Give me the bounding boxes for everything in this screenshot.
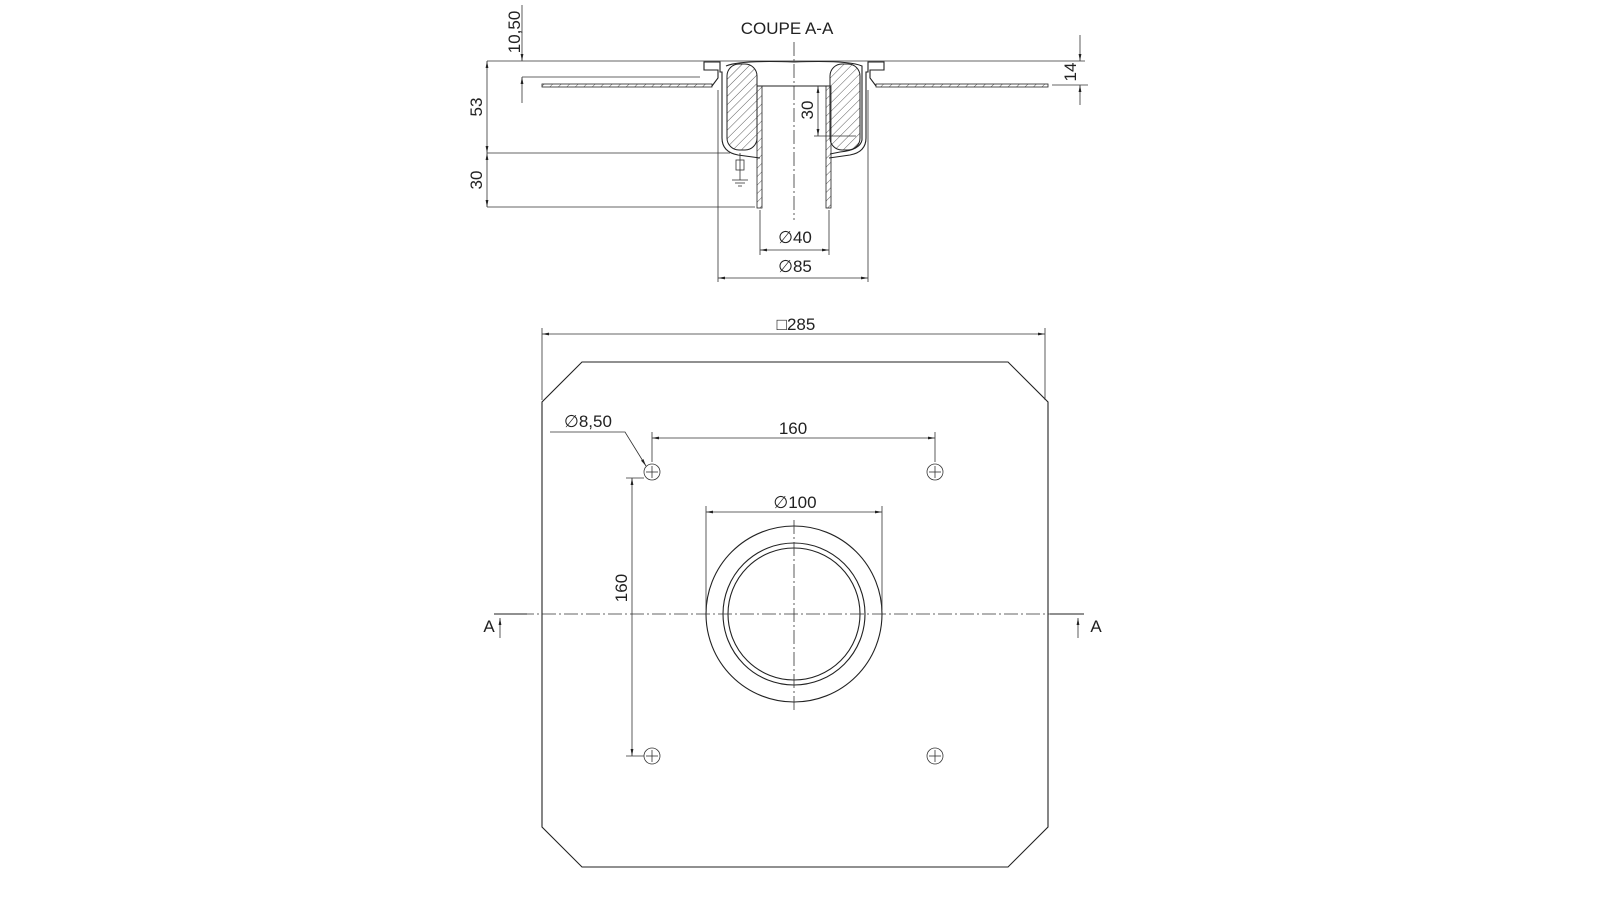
- dim-pipe-length: 30: [467, 171, 486, 190]
- body-left: [703, 61, 761, 159]
- section-title: COUPE A-A: [741, 19, 834, 38]
- dim-pipe-diameter: ∅40: [778, 228, 812, 247]
- pipe-wall-left: [756, 85, 763, 209]
- section-mark-left: A: [483, 617, 495, 636]
- square-plate: [541, 361, 1049, 868]
- seal-right: [829, 63, 861, 151]
- seal-left: [726, 63, 758, 151]
- plan-view: □285 160 160 ∅100 ∅8,50 A A: [483, 315, 1102, 868]
- dim-body-diameter: ∅85: [778, 257, 812, 276]
- section-mark-right: A: [1090, 617, 1102, 636]
- dim-flange-height: 14: [1061, 63, 1080, 82]
- dim-hole-spacing-x: 160: [779, 419, 807, 438]
- dim-top-offset: 10,50: [505, 11, 524, 54]
- flange-plate-left: [541, 83, 713, 88]
- dim-inner-depth: 30: [798, 101, 817, 120]
- dim-outlet-diameter: ∅100: [773, 493, 816, 512]
- section-view: COUPE A-A 10,50 53: [467, 5, 1088, 282]
- flange-plate-right: [875, 83, 1049, 88]
- pipe-wall-right: [825, 85, 832, 209]
- dim-body-height: 53: [467, 98, 486, 117]
- dim-square: □285: [777, 315, 816, 334]
- ground-icon: [732, 153, 748, 187]
- dim-hole-diameter: ∅8,50: [564, 412, 612, 431]
- dim-hole-spacing-y: 160: [612, 574, 631, 602]
